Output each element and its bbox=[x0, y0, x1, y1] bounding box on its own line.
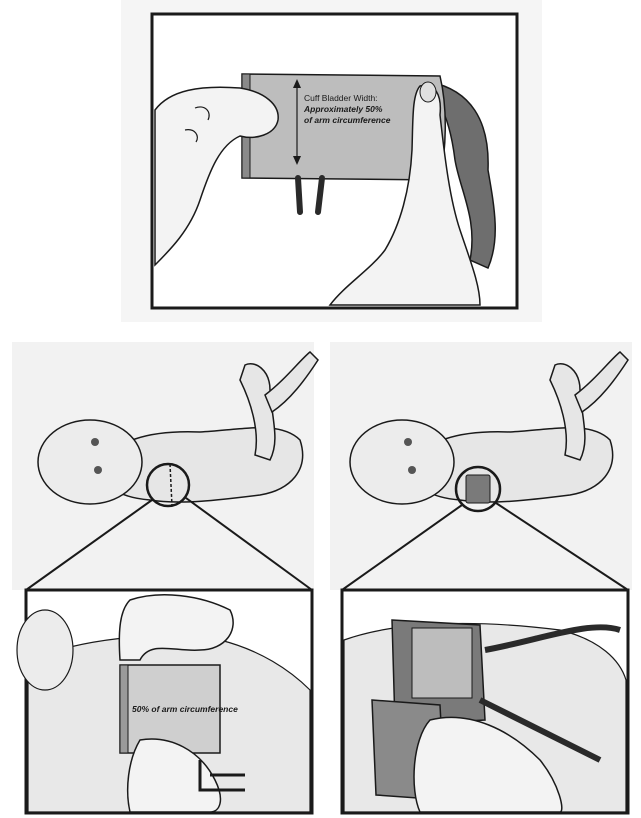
bottom-left-scene: 50% of arm circumference bbox=[12, 342, 318, 813]
cuff-tube-left bbox=[298, 178, 300, 212]
bladder-width-label-line1: Cuff Bladder Width: bbox=[304, 93, 378, 103]
bladder-width-label-line3: of arm circumference bbox=[304, 115, 391, 125]
baby-head-right bbox=[350, 420, 454, 504]
cuff-tube-right bbox=[318, 178, 322, 212]
baby-head-left bbox=[38, 420, 142, 504]
zoom-arm-label-left: 50% of arm circumference bbox=[132, 704, 238, 714]
bottom-right-scene bbox=[330, 342, 632, 813]
bladder-width-label-line2: Approximately 50% bbox=[303, 104, 383, 114]
top-panel: Cuff Bladder Width: Approximately 50% of… bbox=[121, 0, 542, 322]
